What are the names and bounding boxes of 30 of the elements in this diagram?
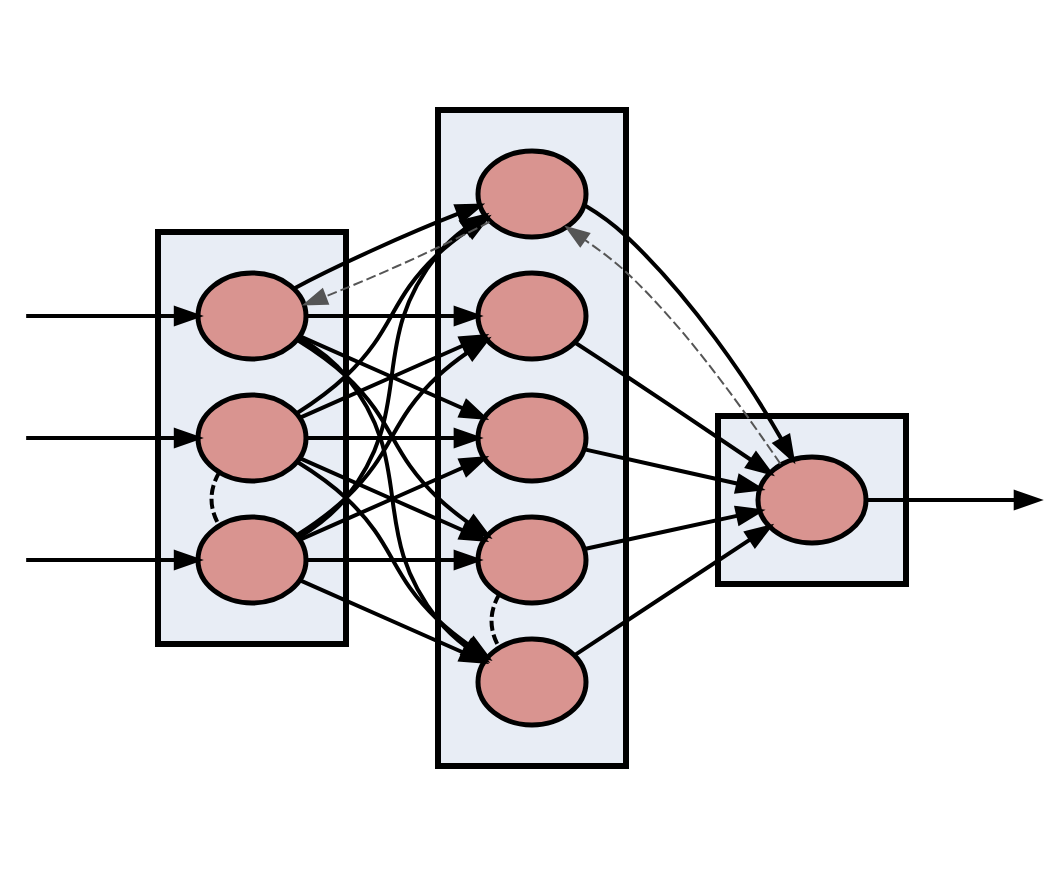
- node-circle: [755, 453, 869, 545]
- node-circle: [195, 513, 309, 605]
- cluster: [155, 228, 349, 646]
- arrow: [306, 304, 484, 326]
- node-circle: [475, 391, 589, 483]
- node-circle: [475, 147, 589, 239]
- arrow: [584, 202, 796, 464]
- node-circle: [475, 513, 589, 605]
- arrow: [584, 446, 766, 493]
- arrow: [866, 488, 1044, 510]
- node-circle: [475, 269, 589, 361]
- connector: [209, 470, 222, 526]
- connector: [489, 592, 502, 648]
- node-circle: [475, 635, 589, 727]
- node-circle: [195, 269, 309, 361]
- cluster: [715, 412, 909, 586]
- arrow: [564, 224, 782, 464]
- arrow: [301, 219, 491, 305]
- cluster: [435, 106, 629, 768]
- arrow: [306, 426, 484, 448]
- arrow: [306, 548, 484, 570]
- arrow: [584, 504, 766, 550]
- arrow: [574, 340, 775, 476]
- arrow: [26, 548, 204, 570]
- arrow: [26, 426, 204, 448]
- arrow: [299, 455, 490, 541]
- arrow: [293, 202, 486, 290]
- arrow: [573, 522, 775, 656]
- node-circle: [195, 391, 309, 483]
- arrow: [26, 304, 204, 326]
